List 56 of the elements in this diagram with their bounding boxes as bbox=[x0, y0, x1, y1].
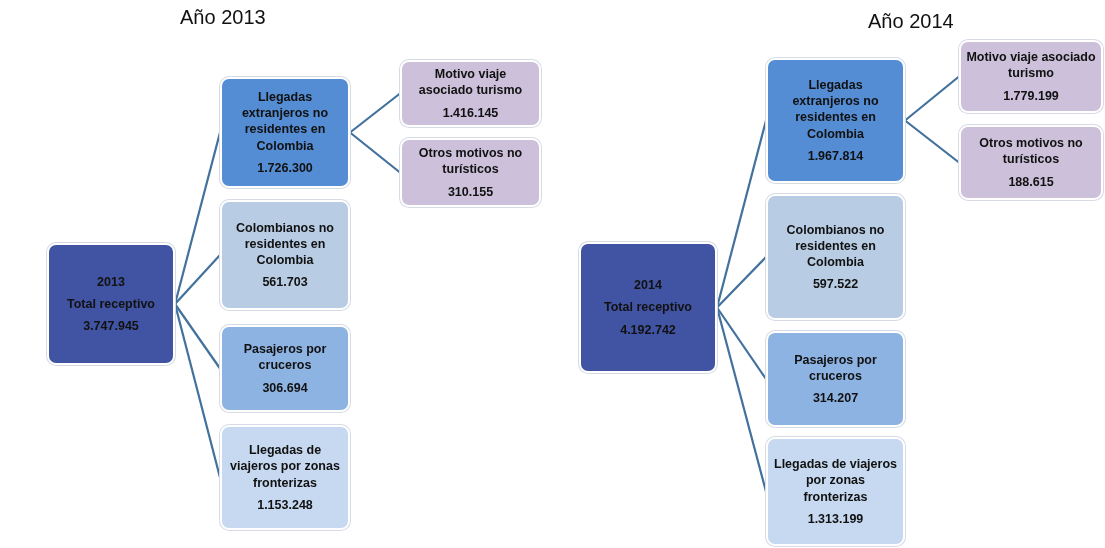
value-text: 1.726.300 bbox=[257, 159, 313, 177]
category-text: Llegadas extranjeros no residentes en Colombia bbox=[240, 88, 330, 154]
sub-category-box bbox=[959, 125, 1103, 200]
connector-line bbox=[349, 131, 401, 174]
category-text: Otros motivos no turísticos bbox=[417, 145, 524, 178]
connector-line bbox=[716, 306, 767, 380]
category-text: Motivo viaje asociado turismo bbox=[966, 49, 1096, 82]
category-box bbox=[220, 77, 350, 188]
value-text: 310.155 bbox=[447, 183, 494, 200]
connector-line bbox=[715, 307, 768, 492]
value-text: 1.313.199 bbox=[807, 510, 864, 527]
connector-line bbox=[904, 75, 960, 122]
category-text: Pasajeros por cruceros bbox=[793, 351, 878, 385]
category-text: 2014 bbox=[634, 277, 662, 294]
total-box bbox=[47, 243, 175, 365]
category-text: Motivo viaje asociado turismo bbox=[417, 66, 524, 99]
sub-category-box bbox=[400, 138, 541, 207]
category-text: Llegadas de viajeros por zonas fronterizas bbox=[229, 442, 341, 491]
category-text: Llegadas extranjeros no residentes en Colombia bbox=[791, 76, 880, 142]
value-text: 1.967.814 bbox=[807, 147, 864, 165]
category-text: Total receptivo bbox=[67, 295, 155, 313]
value-text: 4.192.742 bbox=[620, 321, 676, 338]
connector-line bbox=[904, 119, 960, 164]
connector-line bbox=[174, 303, 221, 370]
value-text: 1.416.145 bbox=[442, 104, 499, 121]
category-text: Colombianos no residentes en Colombia bbox=[785, 221, 886, 271]
value-text: 1.779.199 bbox=[1003, 87, 1059, 104]
sub-category-box bbox=[959, 40, 1103, 113]
value-text: 597.522 bbox=[812, 276, 859, 293]
category-text: Pasajeros por cruceros bbox=[242, 341, 328, 374]
category-box bbox=[220, 425, 350, 530]
total-box bbox=[579, 242, 717, 373]
year-heading: Año 2013 bbox=[180, 6, 266, 29]
year-heading: Año 2014 bbox=[868, 10, 954, 33]
connector-line bbox=[173, 303, 222, 478]
sub-category-box bbox=[400, 60, 541, 127]
value-text: 561.703 bbox=[262, 274, 308, 291]
category-text: Total receptivo bbox=[604, 299, 692, 316]
value-text: 3.747.945 bbox=[83, 318, 139, 335]
value-text: 1.153.248 bbox=[257, 496, 313, 513]
category-box bbox=[766, 194, 905, 320]
category-text: Colombianos no residentes en Colombia bbox=[235, 219, 335, 269]
category-box bbox=[766, 58, 905, 183]
connector-line bbox=[716, 256, 767, 309]
category-box bbox=[220, 200, 350, 310]
category-box bbox=[766, 437, 905, 546]
category-text: Otros motivos no turísticos bbox=[978, 135, 1084, 168]
value-text: 306.694 bbox=[262, 379, 308, 396]
value-text: 314.207 bbox=[812, 390, 859, 407]
category-text: 2013 bbox=[97, 273, 125, 290]
connector-line bbox=[174, 254, 221, 305]
category-box bbox=[766, 331, 905, 427]
value-text: 188.615 bbox=[1008, 173, 1054, 190]
category-text: Llegadas de viajeros por zonas fronterizas bbox=[773, 456, 898, 505]
connector-line bbox=[349, 92, 401, 134]
category-box bbox=[220, 325, 350, 412]
